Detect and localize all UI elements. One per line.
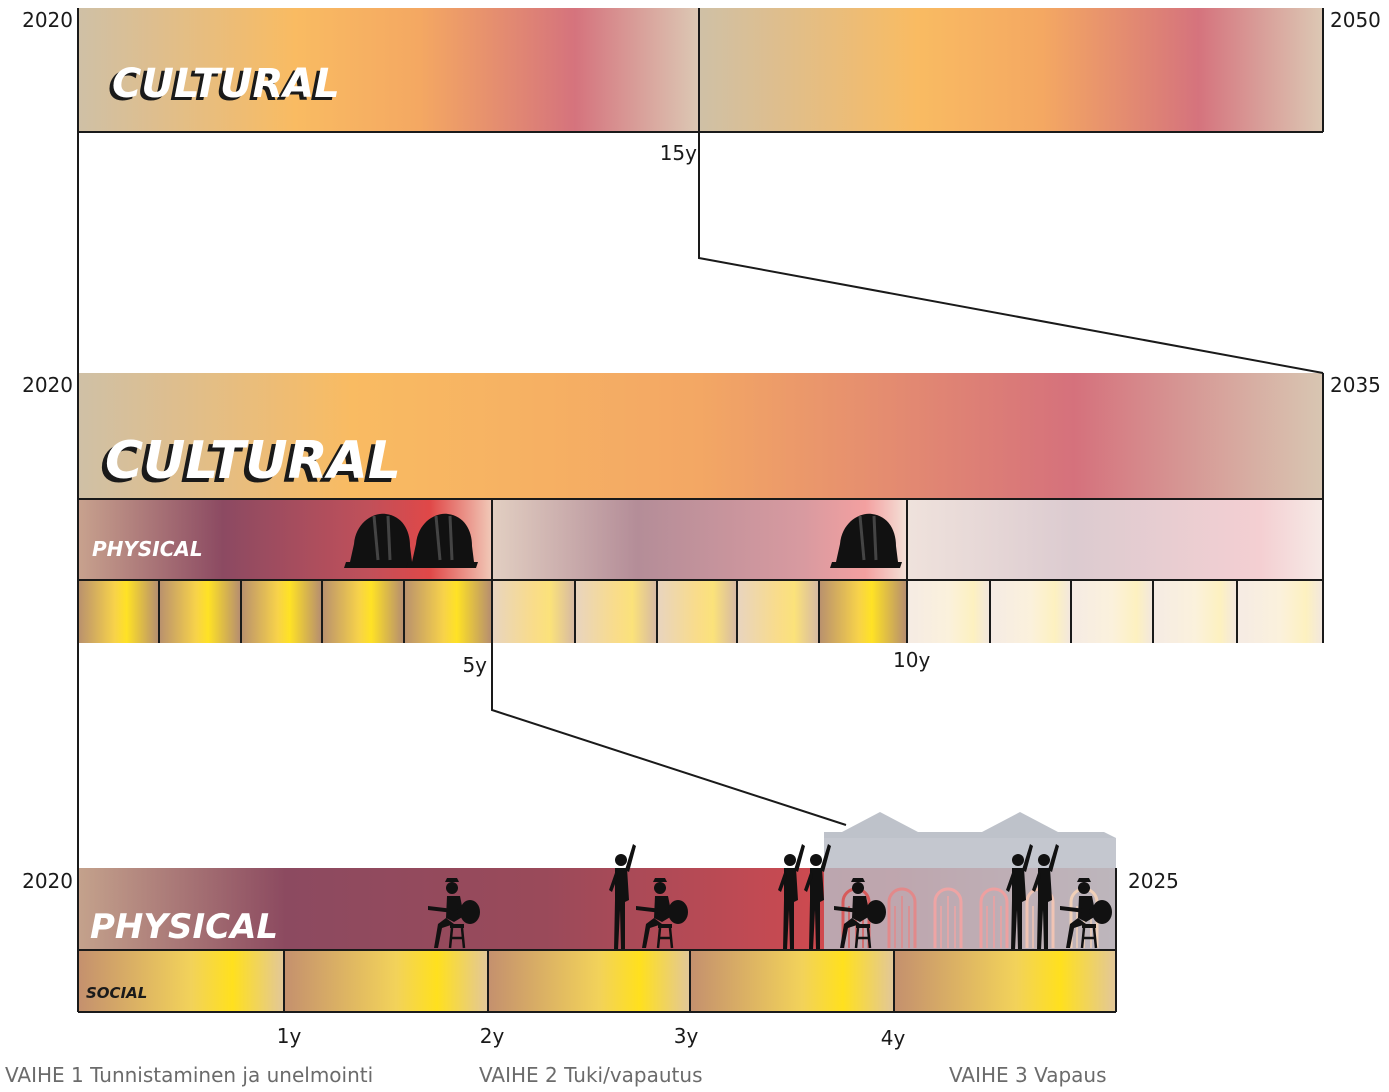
tick-label-3y: 3y (674, 1024, 699, 1048)
bottom-physical-label: PHYSICAL (90, 907, 278, 947)
tick-label-1y: 1y (277, 1024, 302, 1048)
mid-start-year: 2020 (22, 373, 73, 397)
social-cells (78, 950, 1116, 1012)
bottom-end-year: 2025 (1128, 869, 1179, 893)
top-end-year: 2050 (1330, 8, 1381, 32)
tick-label-4y: 4y (881, 1026, 906, 1050)
top-cultural-label-shadow: CULTURAL (108, 64, 336, 110)
bottom-social-label: SOCIAL (86, 984, 147, 1002)
zoom-connector-top (698, 132, 1324, 374)
tick-label-2y: 2y (480, 1024, 505, 1048)
mid-band: CULTURAL CULTURAL PHYSICAL (22, 373, 1381, 677)
phase-3-label: VAIHE 3 Vapaus (949, 1063, 1107, 1087)
top-cultural-segment-1 (78, 8, 699, 132)
phase-1-label: VAIHE 1 Tunnistaminen ja unelmointi (5, 1063, 373, 1087)
phase-2-label: VAIHE 2 Tuki/vapautus (479, 1063, 703, 1087)
mid-marker-5y: 5y (462, 653, 487, 677)
mid-cultural-label-shadow: CULTURAL (100, 435, 396, 495)
mid-marker-10y: 10y (893, 648, 930, 672)
bottom-start-year: 2020 (22, 869, 73, 893)
mid-physical-label: PHYSICAL (92, 537, 203, 561)
bottom-band: PHYSICAL SOCIAL 2020 2025 1y 2y 3y 4y VA… (5, 812, 1179, 1087)
mid-physical-segment-3 (907, 499, 1323, 580)
top-cultural-label: CULTURAL (112, 61, 340, 107)
top-marker-15y: 15y (660, 141, 697, 165)
top-cultural-segment-2 (699, 8, 1323, 132)
connector-lines (77, 8, 1324, 1012)
mid-cells (78, 580, 1323, 643)
building-icon (824, 812, 1116, 950)
top-start-year: 2020 (22, 8, 73, 32)
zoom-connector-bottom (491, 643, 847, 826)
mid-cultural-bar (78, 373, 1323, 499)
mid-cultural-label: CULTURAL (105, 431, 401, 491)
mid-end-year: 2035 (1330, 373, 1381, 397)
top-band: 2020 2050 CULTURAL CULTURAL 15y (22, 8, 1381, 165)
